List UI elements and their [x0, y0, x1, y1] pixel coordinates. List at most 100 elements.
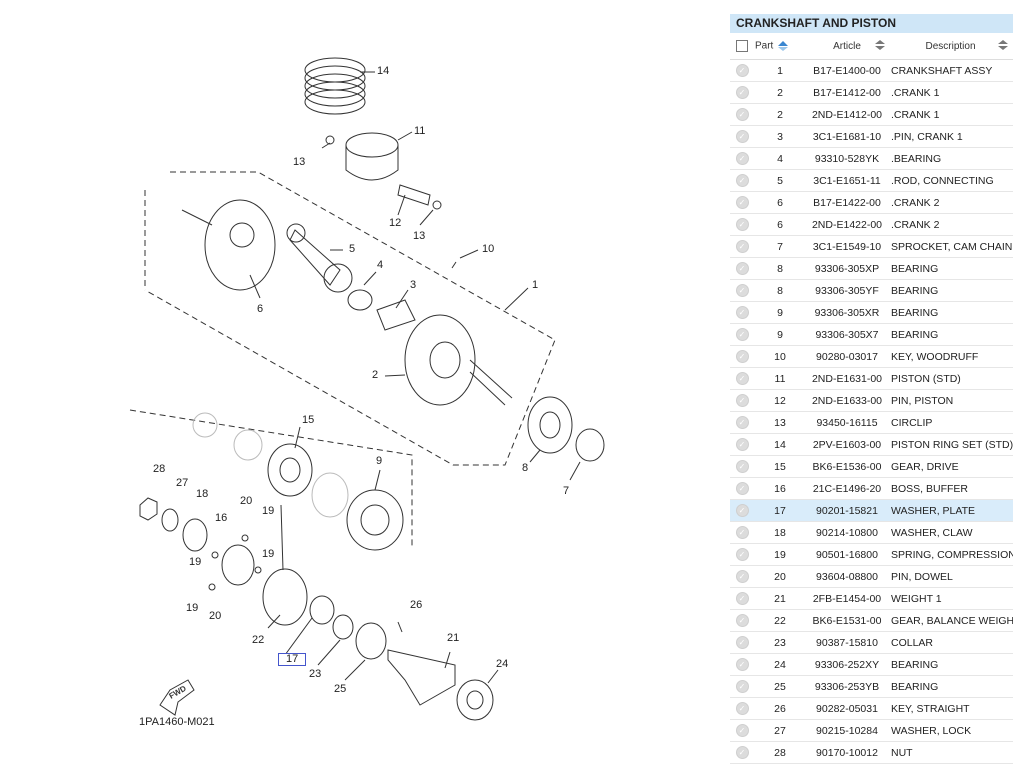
row-checkmark-icon[interactable]: ✓ — [735, 548, 749, 561]
row-checkmark-icon[interactable]: ✓ — [735, 702, 749, 715]
column-header-article[interactable]: Article — [806, 33, 888, 60]
callout-19d[interactable]: 19 — [186, 602, 199, 614]
row-checkmark-icon[interactable]: ✓ — [735, 328, 749, 341]
row-checkmark-icon[interactable]: ✓ — [735, 152, 749, 165]
callout-1[interactable]: 1 — [532, 279, 539, 291]
column-header-description[interactable]: Description — [888, 33, 1013, 60]
row-checkmark-icon[interactable]: ✓ — [735, 196, 749, 209]
callout-28[interactable]: 28 — [153, 463, 166, 475]
callout-19b[interactable]: 19 — [262, 548, 275, 560]
callout-4[interactable]: 4 — [377, 259, 384, 271]
callout-15[interactable]: 15 — [302, 414, 315, 426]
row-checkmark-icon[interactable]: ✓ — [735, 504, 749, 517]
callout-21[interactable]: 21 — [447, 632, 460, 644]
row-checkmark-icon[interactable]: ✓ — [735, 416, 749, 429]
select-all-checkbox[interactable] — [736, 40, 748, 52]
row-checkmark-icon[interactable]: ✓ — [735, 482, 749, 495]
callout-25[interactable]: 25 — [334, 683, 347, 695]
callout-16[interactable]: 16 — [215, 512, 228, 524]
row-checkmark-icon[interactable]: ✓ — [735, 240, 749, 253]
row-checkmark-icon[interactable]: ✓ — [735, 130, 749, 143]
callout-27[interactable]: 27 — [176, 477, 189, 489]
callout-13b[interactable]: 13 — [413, 230, 426, 242]
row-checkmark-icon[interactable]: ✓ — [735, 372, 749, 385]
callout-17-selected[interactable]: 17 — [278, 653, 307, 666]
callout-3[interactable]: 3 — [410, 279, 417, 291]
callout-7[interactable]: 7 — [563, 485, 570, 497]
row-checkmark-icon[interactable]: ✓ — [735, 680, 749, 693]
row-checkmark-icon[interactable]: ✓ — [735, 592, 749, 605]
row-checkmark-icon[interactable]: ✓ — [735, 174, 749, 187]
callout-14[interactable]: 14 — [377, 65, 390, 77]
callout-22[interactable]: 22 — [252, 634, 265, 646]
callout-2[interactable]: 2 — [372, 369, 379, 381]
callout-9[interactable]: 9 — [376, 455, 383, 467]
callout-6[interactable]: 6 — [257, 303, 264, 315]
callout-8[interactable]: 8 — [522, 462, 529, 474]
row-checkmark-icon[interactable]: ✓ — [735, 460, 749, 473]
row-checkmark-icon[interactable]: ✓ — [735, 108, 749, 121]
row-checkmark-icon[interactable]: ✓ — [735, 526, 749, 539]
row-checkmark-icon[interactable]: ✓ — [735, 614, 749, 627]
callout-24[interactable]: 24 — [496, 658, 509, 670]
callout-19a[interactable]: 19 — [262, 505, 275, 517]
sort-active-icon[interactable] — [777, 40, 789, 52]
sort-icon[interactable] — [997, 39, 1009, 51]
row-checkmark-icon[interactable]: ✓ — [735, 64, 749, 77]
row-checkmark-icon[interactable]: ✓ — [735, 86, 749, 99]
row-checkmark-icon[interactable]: ✓ — [735, 262, 749, 275]
callout-23[interactable]: 23 — [309, 668, 322, 680]
row-checkmark-icon[interactable]: ✓ — [735, 284, 749, 297]
callout-12[interactable]: 12 — [389, 217, 402, 229]
column-header-part[interactable]: Part — [754, 33, 806, 60]
callout-19c[interactable]: 19 — [189, 556, 202, 568]
sort-icon[interactable] — [874, 39, 886, 51]
row-checkmark-icon[interactable]: ✓ — [735, 724, 749, 737]
row-checkmark-icon[interactable]: ✓ — [735, 218, 749, 231]
row-checkmark-icon[interactable]: ✓ — [735, 570, 749, 583]
callout-20b[interactable]: 20 — [209, 610, 222, 622]
callout-10[interactable]: 10 — [482, 243, 495, 255]
row-checkmark-icon[interactable]: ✓ — [735, 636, 749, 649]
row-checkmark-icon[interactable]: ✓ — [735, 306, 749, 319]
callout-26[interactable]: 26 — [410, 599, 423, 611]
callout-13a[interactable]: 13 — [293, 156, 306, 168]
callout-5[interactable]: 5 — [349, 243, 356, 255]
callout-11[interactable]: 11 — [414, 125, 426, 137]
callout-20a[interactable]: 20 — [240, 495, 253, 507]
callout-18[interactable]: 18 — [196, 488, 209, 500]
row-checkmark-icon[interactable]: ✓ — [735, 438, 749, 451]
row-checkmark-icon[interactable]: ✓ — [735, 746, 749, 759]
